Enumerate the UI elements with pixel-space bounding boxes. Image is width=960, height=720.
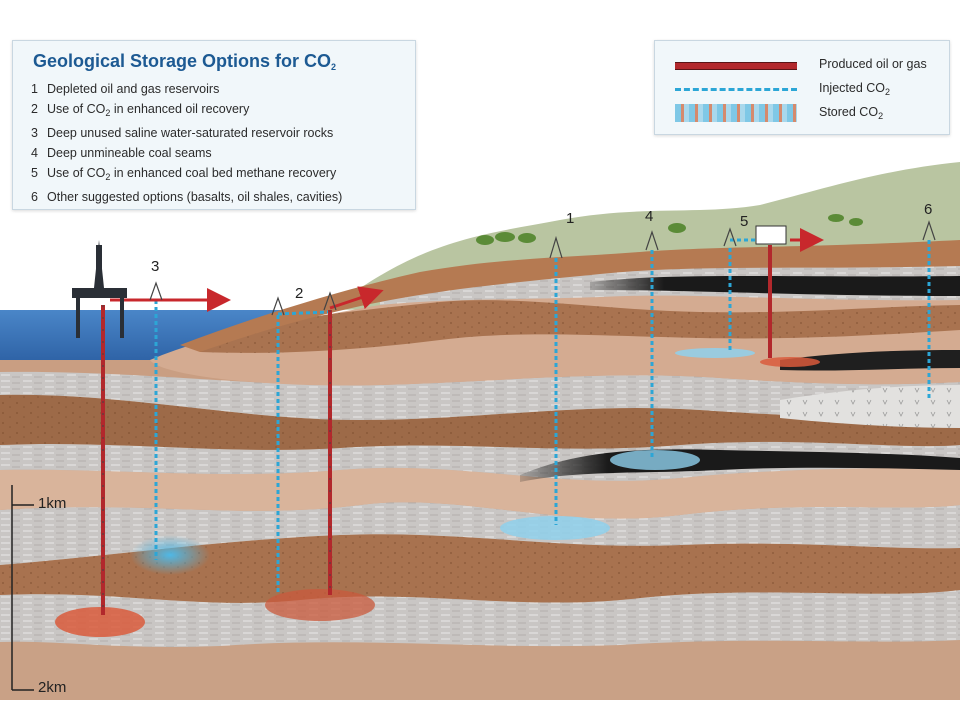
option-text-rest: in enhanced coal bed methane recovery — [110, 166, 337, 180]
legend-panel: Produced oil or gas Injected CO2 Stored … — [654, 40, 950, 135]
oil-reservoir-site-2 — [265, 589, 375, 621]
option-item-5: 5 Use of CO2 in enhanced coal bed methane… — [31, 163, 342, 187]
produced-line-symbol — [675, 62, 797, 70]
site-label-4: 4 — [645, 208, 654, 225]
option-number: 2 — [31, 102, 38, 116]
legend-item-injected: Injected CO2 — [675, 78, 945, 100]
derricks — [149, 220, 936, 316]
legend-label-stored: Stored CO2 — [819, 105, 884, 121]
depth-label-2km: 2km — [38, 679, 67, 696]
coal-seam-upper — [590, 276, 960, 296]
site-label-1: 1 — [566, 210, 575, 227]
legend-label-injected: Injected CO2 — [819, 81, 891, 97]
site-label-3: 3 — [151, 258, 160, 275]
stored-co2-site-4 — [610, 450, 700, 470]
depth-scale — [11, 485, 34, 691]
option-text: Other suggested options (basalts, oil sh… — [47, 190, 343, 204]
option-item-6: 6 Other suggested options (basalts, oil s… — [31, 187, 342, 207]
option-number: 5 — [31, 166, 38, 180]
offshore-platform — [72, 240, 127, 338]
option-text: Deep unused saline water-saturated reser… — [47, 126, 334, 140]
option-text-rest: in enhanced oil recovery — [110, 102, 250, 116]
site-label-5: 5 — [740, 213, 749, 230]
option-subscript: 2 — [105, 108, 111, 118]
trees — [476, 214, 863, 245]
site-label-2: 2 — [295, 285, 304, 302]
legend-item-stored: Stored CO2 — [675, 102, 945, 124]
injected-line-symbol — [675, 88, 797, 91]
option-text: Depleted oil and gas reservoirs — [47, 82, 220, 96]
legend-label-produced: Produced oil or gas — [819, 57, 927, 71]
coal-seam-mid — [780, 350, 960, 371]
legend-item-produced: Produced oil or gas — [675, 54, 945, 76]
option-item-1: 1 Depleted oil and gas reservoirs — [31, 79, 342, 99]
oil-reservoir-site-3 — [55, 607, 145, 637]
stored-co2-site-1 — [500, 516, 610, 540]
option-number: 3 — [31, 126, 38, 140]
option-number: 4 — [31, 146, 38, 160]
option-number: 6 — [31, 190, 38, 204]
option-text: Use of CO — [47, 166, 106, 180]
title-panel: Geological Storage Options for CO2 1 Depl… — [12, 40, 416, 210]
surface-soil — [180, 240, 960, 352]
option-subscript: 2 — [105, 172, 111, 182]
depth-label-1km: 1km — [38, 495, 67, 512]
option-number: 1 — [31, 82, 38, 96]
wells — [101, 228, 931, 615]
option-text: Use of CO — [47, 102, 106, 116]
option-item-3: 3 Deep unused saline water-saturated rese… — [31, 123, 342, 143]
option-text: Deep unmineable coal seams — [47, 146, 212, 160]
stored-co2-site-5 — [675, 348, 755, 358]
option-item-4: 4 Deep unmineable coal seams — [31, 143, 342, 163]
stored-co2-site-3 — [130, 535, 210, 575]
site-label-6: 6 — [924, 201, 933, 218]
gas-reservoir-site-5 — [760, 357, 820, 367]
facility-building — [755, 225, 787, 245]
page-title: Geological Storage Options for CO2 — [33, 51, 337, 72]
stored-area-symbol — [675, 104, 797, 122]
